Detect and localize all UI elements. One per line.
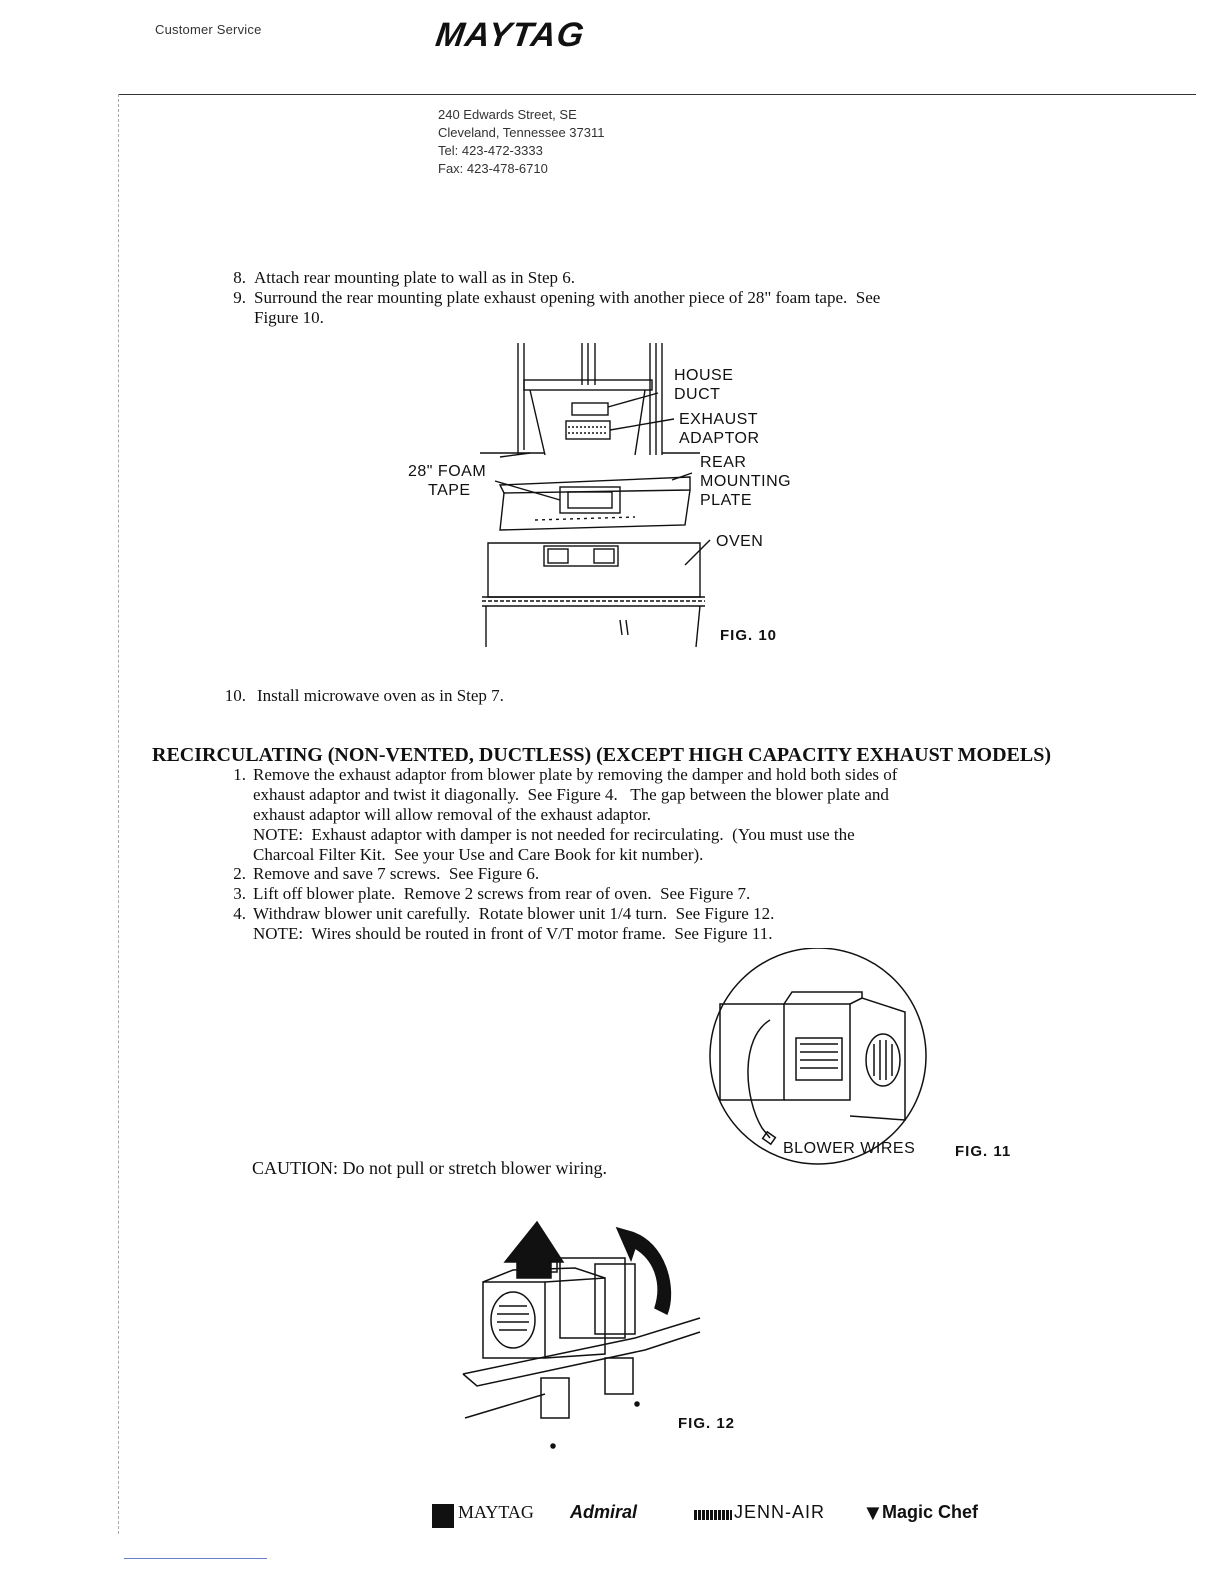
magic-chef-hat-icon: ▼ — [862, 1500, 884, 1525]
step-note: Charcoal Filter Kit. See your Use and Ca… — [253, 845, 704, 864]
customer-service-label: Customer Service — [155, 22, 262, 37]
fig10-callout-exhaust: EXHAUST — [679, 411, 759, 428]
step-text: Withdraw blower unit carefully. Rotate b… — [253, 904, 775, 923]
footer-brand-magic-chef: Magic Chef — [882, 1502, 979, 1522]
step-number: 8. — [233, 268, 246, 287]
margin-line — [118, 94, 120, 1534]
header-divider — [118, 94, 1196, 95]
step-text-cont: Figure 10. — [254, 308, 324, 327]
step-note: NOTE: Wires should be routed in front of… — [253, 924, 773, 943]
fig10-callout-adaptor: ADAPTOR — [679, 430, 760, 447]
footer-brand-jennair: JENN-AIR — [734, 1502, 826, 1522]
fig10-callout-house: HOUSE — [674, 367, 734, 384]
footer-brand-admiral: Admiral — [570, 1502, 638, 1522]
fig10-callout-mounting: MOUNTING — [700, 473, 792, 490]
step-note: NOTE: Exhaust adaptor with damper is not… — [253, 825, 855, 844]
step-text: Lift off blower plate. Remove 2 screws f… — [253, 884, 751, 903]
step-text: Remove the exhaust adaptor from blower p… — [253, 765, 898, 784]
jennair-mark-icon — [694, 1510, 732, 1520]
fig10-callout-tape: TAPE — [428, 482, 471, 499]
address-block: 240 Edwards Street, SE Cleveland, Tennes… — [438, 106, 604, 178]
step-number: 4. — [233, 904, 246, 923]
fig10-callout-foam: 28" FOAM — [408, 463, 487, 480]
fig11-label: FIG. 11 — [955, 1143, 1012, 1160]
step-number: 10. — [224, 686, 246, 705]
step-text: Attach rear mounting plate to wall as in… — [254, 268, 576, 287]
footer-brand-maytag: MAYTAG — [458, 1502, 534, 1522]
step-text: exhaust adaptor and twist it diagonally.… — [253, 785, 889, 804]
step-number: 1. — [233, 765, 246, 784]
fig11-callout-blower-wires: BLOWER WIRES — [783, 1140, 916, 1157]
maytag-mark-icon — [432, 1504, 454, 1528]
step-text: Surround the rear mounting plate exhaust… — [254, 288, 881, 307]
step-number: 3. — [233, 884, 246, 903]
fig10-callout-rear: REAR — [700, 454, 747, 471]
fig12-label: FIG. 12 — [678, 1415, 736, 1432]
fig11-illustration — [709, 948, 927, 1165]
step-number: 2. — [233, 864, 246, 883]
fig10-callout-duct: DUCT — [674, 386, 721, 403]
step-text: Install microwave oven as in Step 7. — [257, 686, 504, 705]
fig10-callout-oven: OVEN — [716, 533, 764, 550]
address-fax: Fax: 423-478-6710 — [438, 161, 548, 176]
step-text: exhaust adaptor will allow removal of th… — [253, 805, 651, 824]
fig10-illustration — [480, 343, 711, 648]
step-text: Remove and save 7 screws. See Figure 6. — [253, 864, 540, 883]
caution-note: CAUTION: Do not pull or stretch blower w… — [252, 1158, 607, 1178]
step-number: 9. — [233, 288, 246, 307]
maytag-logo: MAYTAG — [433, 16, 588, 54]
address-tel: Tel: 423-472-3333 — [438, 143, 543, 158]
section-heading: RECIRCULATING (NON-VENTED, DUCTLESS) (EX… — [152, 744, 1052, 766]
fig10-label: FIG. 10 — [720, 627, 778, 644]
footer-link-underline — [124, 1558, 267, 1559]
address-street: 240 Edwards Street, SE — [438, 107, 577, 122]
fig10-callout-plate: PLATE — [700, 492, 752, 509]
address-city: Cleveland, Tennessee 37311 — [438, 125, 605, 140]
fig12-illustration — [462, 1220, 701, 1449]
